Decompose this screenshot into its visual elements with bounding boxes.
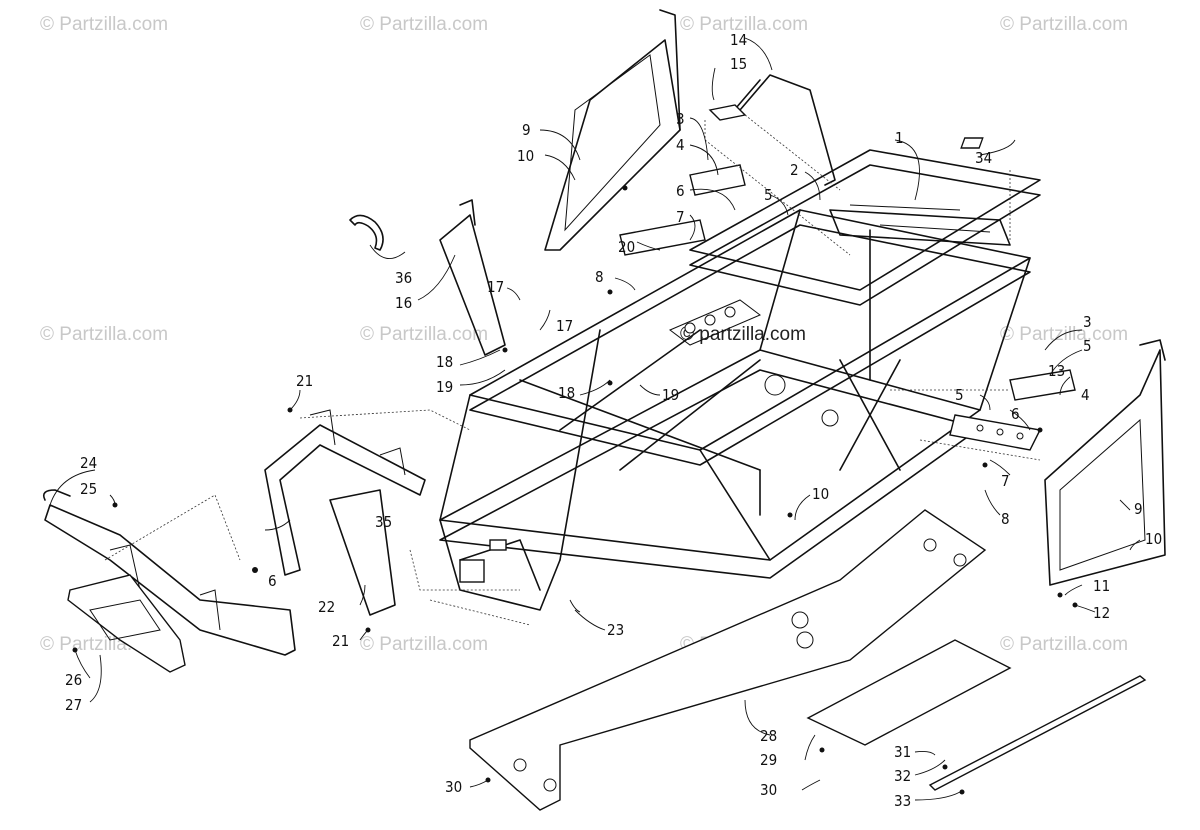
callout-8-b[interactable]: 8 — [1001, 510, 1010, 528]
callout-19-b[interactable]: 19 — [662, 386, 679, 404]
decal — [960, 137, 984, 149]
callout-23[interactable]: 23 — [607, 621, 624, 639]
callout-32[interactable]: 32 — [894, 767, 911, 785]
watermark: © Partzilla.com — [360, 14, 488, 35]
side-rail — [928, 675, 1147, 791]
hose-strap — [349, 214, 384, 251]
callout-18[interactable]: 18 — [436, 353, 453, 371]
callout-26[interactable]: 26 — [65, 671, 82, 689]
callout-21[interactable]: 21 — [296, 372, 313, 390]
callout-8[interactable]: 8 — [595, 268, 604, 286]
callout-25[interactable]: 25 — [80, 480, 97, 498]
callout-24[interactable]: 24 — [80, 454, 97, 472]
callouts: 1 2 3 4 6 5 7 8 9 10 14 15 34 20 36 16 1… — [65, 31, 1162, 810]
watermark: © Partzilla.com — [680, 14, 808, 35]
callout-6[interactable]: 6 — [676, 182, 685, 200]
callout-30-b[interactable]: 30 — [760, 781, 777, 799]
front-bracket — [264, 409, 426, 616]
callout-7-b[interactable]: 7 — [1001, 472, 1010, 490]
callout-18-b[interactable]: 18 — [558, 384, 575, 402]
fasteners — [72, 185, 1078, 795]
watermark: © Partzilla.com — [40, 14, 168, 35]
main-frame — [439, 149, 1041, 611]
callout-4-b[interactable]: 4 — [1081, 386, 1090, 404]
floor-plate — [806, 639, 1012, 746]
callout-5[interactable]: 5 — [764, 186, 773, 204]
callout-36[interactable]: 36 — [395, 269, 412, 287]
callout-5-c[interactable]: 5 — [955, 386, 964, 404]
callout-2[interactable]: 2 — [790, 161, 799, 179]
front-skid-plate — [67, 574, 186, 673]
callout-20[interactable]: 20 — [618, 238, 635, 256]
callout-15[interactable]: 15 — [730, 55, 747, 73]
callout-29[interactable]: 29 — [760, 751, 777, 769]
callout-35[interactable]: 35 — [375, 513, 392, 531]
callout-33[interactable]: 33 — [894, 792, 911, 810]
decal — [489, 539, 507, 551]
callout-4[interactable]: 4 — [676, 136, 685, 154]
callout-17[interactable]: 17 — [487, 278, 504, 296]
watermark: © Partzilla.com — [360, 634, 488, 655]
watermark: © Partzilla.com — [1000, 634, 1128, 655]
callout-3[interactable]: 3 — [676, 110, 685, 128]
callout-10-c[interactable]: 10 — [1145, 530, 1162, 548]
watermark: © Partzilla.com — [40, 324, 168, 345]
seat-mount-right — [949, 369, 1076, 451]
callout-12[interactable]: 12 — [1093, 604, 1110, 622]
watermark: © Partzilla.com — [1000, 14, 1128, 35]
callout-10-b[interactable]: 10 — [812, 485, 829, 503]
seat-mount-left — [619, 164, 746, 256]
callout-31[interactable]: 31 — [894, 743, 911, 761]
callout-28[interactable]: 28 — [760, 727, 777, 745]
callout-3-b[interactable]: 3 — [1083, 313, 1092, 331]
callout-10[interactable]: 10 — [517, 147, 534, 165]
callout-30[interactable]: 30 — [445, 778, 462, 796]
callout-9[interactable]: 9 — [522, 121, 531, 139]
callout-1[interactable]: 1 — [895, 129, 904, 147]
callout-22[interactable]: 22 — [318, 598, 335, 616]
callout-21-b[interactable]: 21 — [332, 632, 349, 650]
callout-19[interactable]: 19 — [436, 378, 453, 396]
callout-34[interactable]: 34 — [975, 149, 992, 167]
watermark: © Partzilla.com — [1000, 324, 1128, 345]
callout-14[interactable]: 14 — [730, 31, 747, 49]
callout-6-c[interactable]: 6 — [1011, 405, 1020, 423]
right-rear-panel — [1044, 339, 1166, 586]
watermark: © Partzilla.com — [360, 324, 488, 345]
callout-11[interactable]: 11 — [1093, 577, 1110, 595]
callout-5-b[interactable]: 5 — [1083, 337, 1092, 355]
left-rear-panel — [544, 9, 681, 251]
callout-17-b[interactable]: 17 — [556, 317, 573, 335]
callout-6-b[interactable]: 6 — [268, 572, 277, 590]
callout-27[interactable]: 27 — [65, 696, 82, 714]
callout-7[interactable]: 7 — [676, 208, 685, 226]
callout-13[interactable]: 13 — [1048, 362, 1065, 380]
callout-9-b[interactable]: 9 — [1134, 500, 1143, 518]
callout-16[interactable]: 16 — [395, 294, 412, 312]
floor-pan — [469, 509, 987, 811]
watermark-center: © partzilla.com — [680, 324, 806, 345]
left-front-pillar — [439, 199, 506, 356]
leader-lines — [49, 37, 1141, 801]
